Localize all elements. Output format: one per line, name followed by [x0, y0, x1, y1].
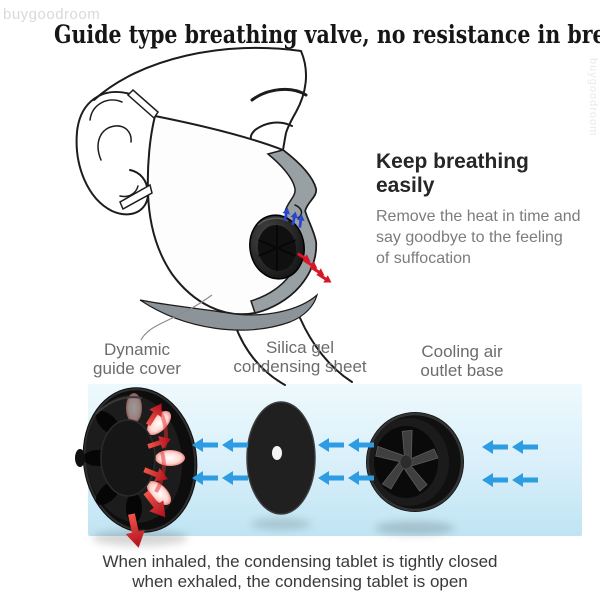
label-line: Cooling air [421, 342, 503, 361]
sheet-center-hole [272, 446, 282, 460]
mask-strap-bottom [119, 183, 153, 211]
silica-gel-sheet-graphic [246, 401, 316, 515]
footer-caption: When inhaled, the condensing tablet is t… [0, 552, 600, 592]
base-fan-blades [375, 429, 439, 492]
leader-line [140, 294, 213, 341]
mask-front-band [250, 149, 317, 314]
label-line: outlet base [420, 361, 504, 380]
cooling-outlet-base-graphic [366, 412, 464, 512]
eyebrow [250, 87, 308, 102]
page-title: Guide type breathing valve, no resistanc… [54, 20, 600, 49]
label-line: Dynamic [103, 340, 171, 359]
label-dynamic-guide-cover: Dynamic guide cover [52, 340, 222, 378]
ear [75, 91, 150, 216]
benefit-body-line: say goodbye to the feeling [376, 229, 563, 246]
nostril [294, 204, 303, 219]
label-cooling-outlet-base: Cooling air outlet base [377, 342, 547, 380]
benefit-body-line: of suffocation [376, 250, 471, 267]
benefit-block: Keep breathing easily Remove the heat in… [376, 150, 586, 269]
mask-strap-top [126, 88, 159, 120]
head-outline [93, 46, 307, 151]
neck-line [299, 317, 353, 383]
footer-line: when exhaled, the condensing tablet is o… [132, 572, 468, 591]
label-line: condensing sheet [233, 357, 367, 376]
watermark: buygoodroom [3, 6, 101, 23]
label-line: guide cover [93, 359, 181, 378]
benefit-body-line: Remove the heat in time and [376, 208, 581, 225]
blue-band [88, 384, 582, 536]
mask-chin-swoosh [139, 293, 319, 331]
label-line: Silica gel [265, 338, 335, 357]
benefit-heading: Keep breathing easily [376, 150, 529, 197]
face-illustration [75, 46, 353, 386]
benefit-body: Remove the heat in time and say goodbye … [376, 206, 586, 269]
watermark-vertical: buygoodroom [587, 58, 599, 137]
mask-valve [249, 214, 305, 280]
dynamic-guide-cover-graphic [75, 387, 198, 550]
footer-line: When inhaled, the condensing tablet is t… [102, 552, 498, 571]
neck-line [234, 324, 286, 386]
label-silica-gel-sheet: Silica gel condensing sheet [205, 338, 395, 376]
